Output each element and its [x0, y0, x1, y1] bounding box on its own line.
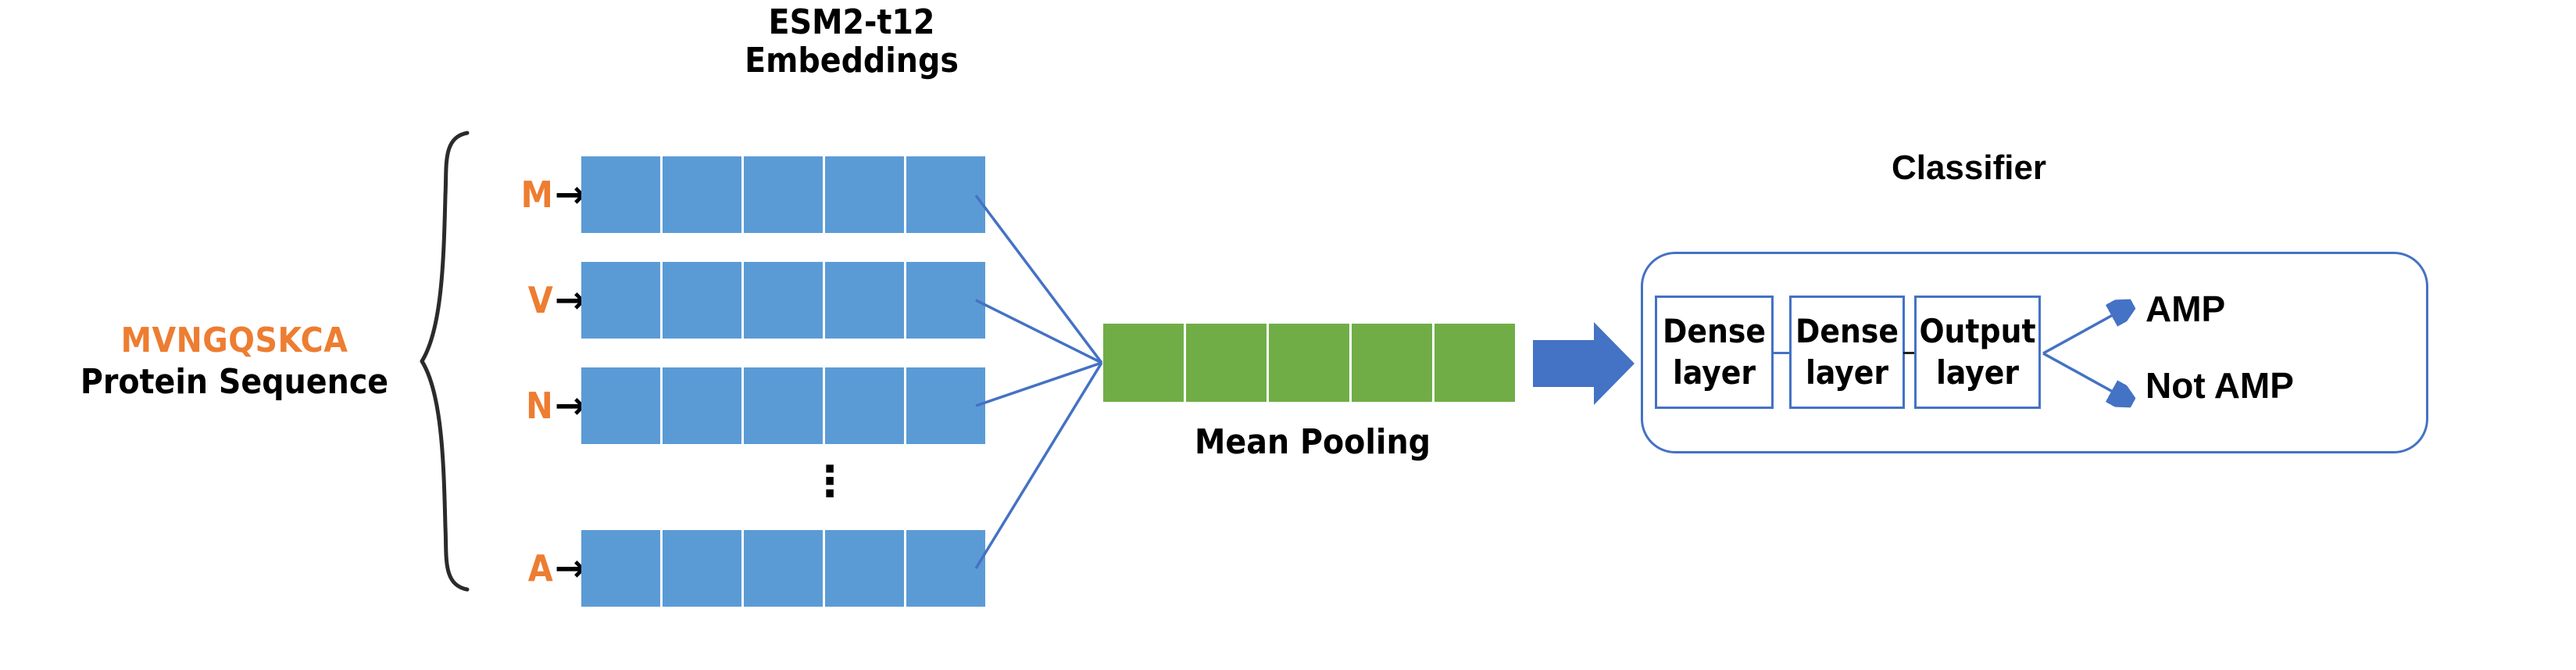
pooling-cell	[1352, 324, 1432, 402]
output-layer-line2: layer	[1935, 353, 2020, 392]
embeddings-title-line2: Embeddings	[745, 41, 959, 81]
embedding-row	[581, 367, 985, 444]
arrow-right-icon: →	[554, 173, 586, 217]
residue-letter-v: V	[527, 279, 553, 321]
protein-sequence-caption: Protein Sequence	[80, 361, 389, 402]
output-label-not-amp: Not AMP	[2145, 365, 2294, 406]
embedding-cell	[744, 367, 823, 444]
embedding-cell	[744, 262, 823, 339]
embedding-row	[581, 530, 985, 607]
residue-row-1: M →	[477, 171, 586, 218]
classifier-title: Classifier	[1891, 149, 2047, 187]
residue-letter-m: M	[520, 174, 553, 216]
embedding-cell	[825, 367, 904, 444]
embedding-cell	[581, 156, 660, 233]
dense-layer-2-line1: Dense	[1795, 311, 1899, 350]
embedding-cell	[906, 262, 985, 339]
embedding-cell	[825, 530, 904, 607]
output-label-amp: AMP	[2145, 288, 2226, 329]
embeddings-title: ESM2-t12 Embeddings	[656, 3, 1047, 81]
embeddings-title-line1: ESM2-t12	[768, 2, 935, 42]
embedding-cell	[581, 367, 660, 444]
dense-layer-1: Dense layer	[1655, 296, 1774, 409]
embedding-cell	[906, 156, 985, 233]
residue-row-2: V →	[477, 277, 586, 324]
arrow-right-icon: →	[554, 278, 586, 322]
embedding-cell	[581, 262, 660, 339]
embedding-cell	[581, 530, 660, 607]
output-layer-line1: Output	[1919, 311, 2036, 350]
embedding-row	[581, 156, 985, 233]
output-layer: Output layer	[1914, 296, 2041, 409]
embedding-cell	[663, 156, 741, 233]
dense-layer-1-line2: layer	[1672, 353, 1756, 392]
arrow-right-icon: →	[554, 546, 586, 590]
embedding-cell	[906, 367, 985, 444]
residue-letter-a: A	[527, 547, 553, 589]
embedding-row	[581, 262, 985, 339]
dense-layer-2-line2: layer	[1805, 353, 1889, 392]
pooling-cell	[1103, 324, 1184, 402]
arrow-right-icon: →	[554, 384, 586, 428]
dense-layer-2: Dense layer	[1789, 296, 1905, 409]
residue-row-3: N →	[477, 382, 586, 429]
embedding-cell	[825, 156, 904, 233]
embedding-cell	[825, 262, 904, 339]
pooling-cell	[1269, 324, 1349, 402]
embedding-cell	[663, 262, 741, 339]
protein-sequence-text: MVNGQSKCA	[120, 321, 348, 360]
pooling-cell	[1434, 324, 1515, 402]
mean-pooling-label: Mean Pooling	[1195, 422, 1431, 462]
residue-row-4: A →	[477, 545, 586, 592]
embedding-cell	[744, 156, 823, 233]
embedding-cell	[744, 530, 823, 607]
pooling-fan-in-lines	[974, 194, 1103, 569]
embedding-cell	[663, 367, 741, 444]
residue-letter-n: N	[526, 385, 553, 427]
block-arrow-right-icon	[1533, 322, 1635, 405]
classifier-frame	[1641, 252, 2428, 453]
embedding-cell	[906, 530, 985, 607]
connector-dense1-dense2	[1772, 352, 1791, 354]
vertical-ellipsis-icon: ⋮	[809, 457, 851, 506]
pooling-cell	[1186, 324, 1267, 402]
mean-pooling-vector	[1103, 324, 1515, 402]
connector-dense2-output	[1903, 352, 1916, 354]
dense-layer-1-line1: Dense	[1662, 311, 1767, 350]
embedding-cell	[663, 530, 741, 607]
protein-sequence-label: MVNGQSKCA Protein Sequence	[16, 321, 453, 403]
